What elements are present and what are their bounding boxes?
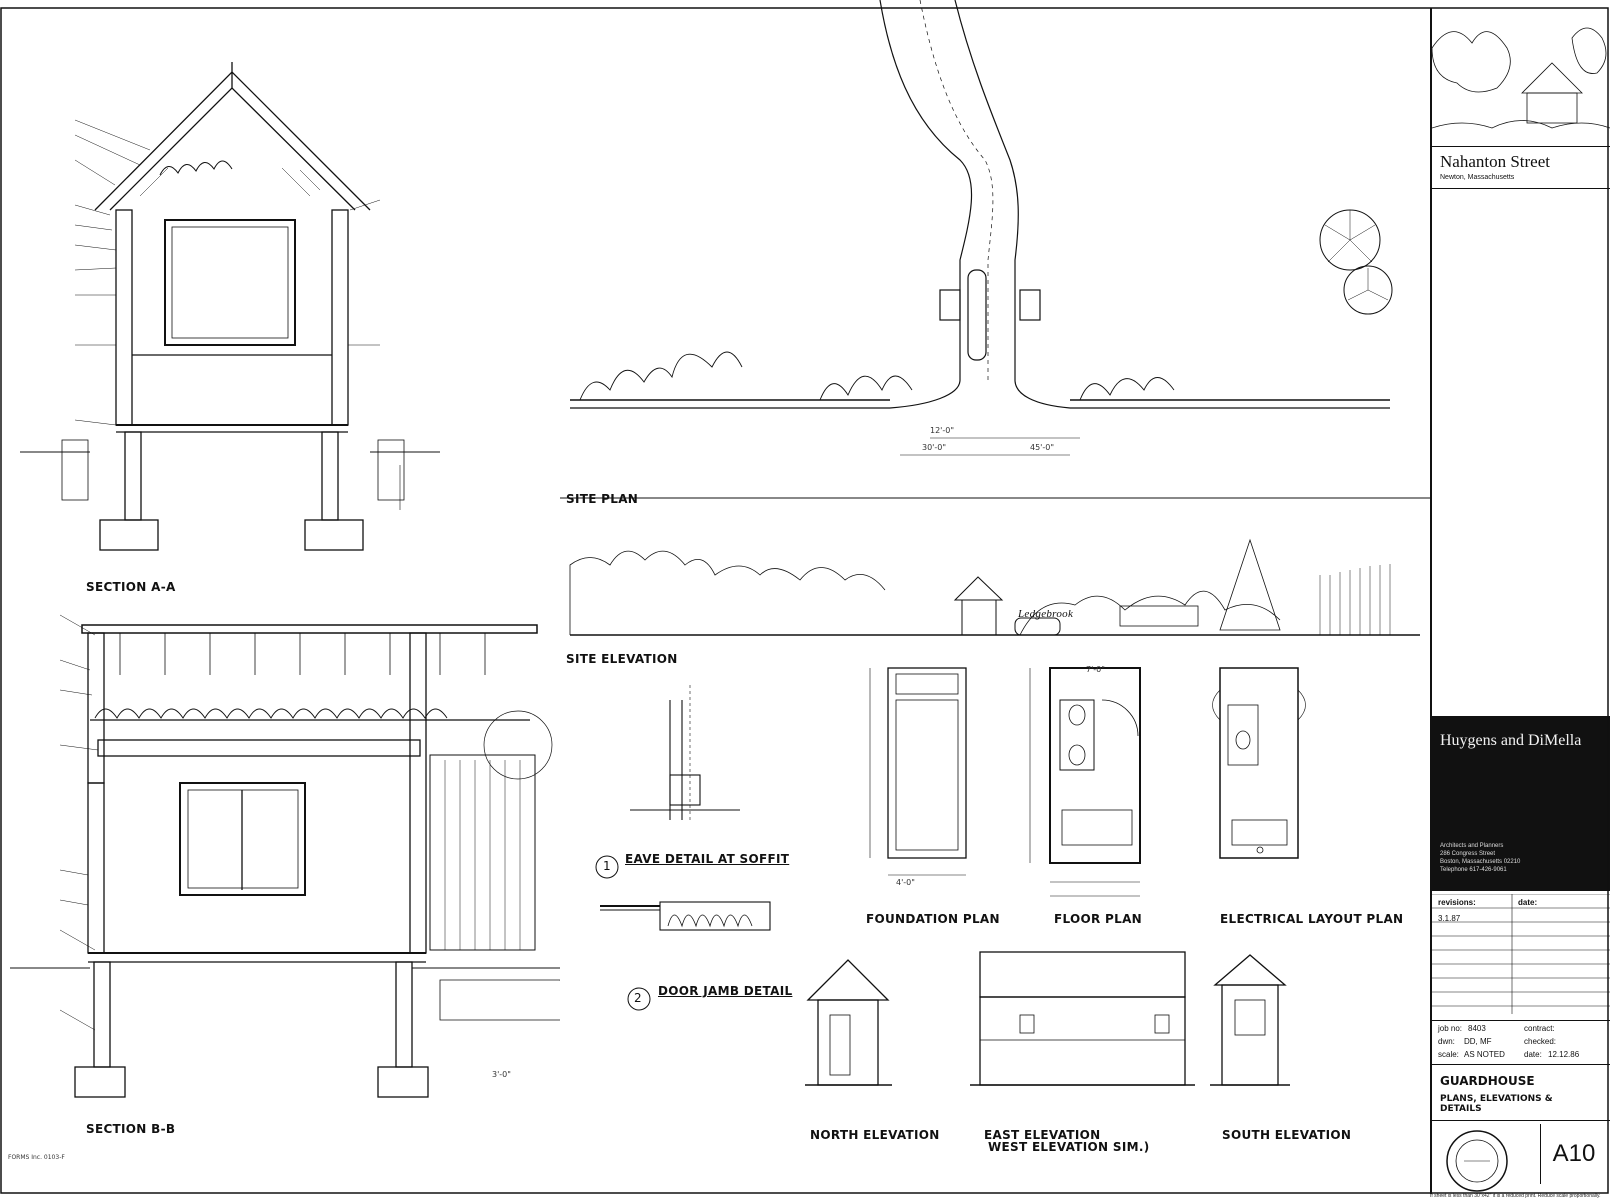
detail-1-number: 1 [603,859,611,873]
north-elevation-title: NORTH ELEVATION [810,1128,940,1142]
dim-3: 3'-0" [492,1070,511,1079]
elevations-drawing [805,951,1290,1086]
contract-label: contract: [1524,1024,1555,1033]
site-elevation-title: SITE ELEVATION [566,652,678,666]
rendering-thumbnail [1432,8,1610,147]
job-no-value: 8403 [1468,1024,1486,1033]
eave-detail-drawing [600,685,771,931]
section-b-b-drawing [10,614,560,1098]
eave-detail-title: EAVE DETAIL AT SOFFIT [625,852,790,866]
architect-seal-icon [1446,1130,1508,1192]
sheet-number: A10 [1540,1124,1607,1184]
firm-address: Architects and Planners 286 Congress Str… [1440,843,1521,873]
detail-2-number: 2 [634,991,642,1005]
electrical-plan-title: ELECTRICAL LAYOUT PLAN [1220,912,1404,926]
section-a-title: SECTION A-A [86,580,176,594]
west-elevation-note: WEST ELEVATION SIM.) [988,1140,1150,1154]
checked-label: checked: [1524,1037,1557,1046]
scale-label: scale: [1438,1050,1459,1059]
firm-panel: Huygens and DiMella Architects and Plann… [1432,716,1610,891]
section-b-title: SECTION B-B [86,1122,176,1136]
footer-note: FORMS Inc. 0103-F [8,1154,65,1161]
plans-drawing [869,667,1306,897]
door-jamb-title: DOOR JAMB DETAIL [658,984,793,998]
site-plan-drawing [560,0,1430,499]
date-value: 12.12.86 [1548,1050,1580,1059]
title-block: Nahanton Street Newton, Massachusetts Hu… [1430,8,1610,1194]
section-a-a-drawing [20,62,440,551]
drawn-label: dwn: [1438,1037,1455,1046]
dim-7: 7'-0" [1086,665,1105,674]
sheet-subtitle: PLANS, ELEVATIONS & DETAILS [1440,1094,1553,1114]
sheet-title: GUARDHOUSE [1440,1074,1535,1088]
revision-1: 3.1.87 [1438,914,1461,923]
south-elevation-title: SOUTH ELEVATION [1222,1128,1352,1142]
job-no-label: job no: [1438,1024,1463,1033]
dim-30: 30'-0" [922,443,947,452]
firm-name: Huygens and DiMella [1440,732,1582,749]
revisions-label: revisions: [1438,898,1476,907]
revision-date-label: date: [1518,898,1538,907]
project-city: Newton, Massachusetts [1440,174,1515,181]
reduced-print-note: If sheet is less than 30"x42" it is a re… [1430,1193,1601,1199]
foundation-plan-title: FOUNDATION PLAN [866,912,1000,926]
site-plan-title: SITE PLAN [566,492,639,506]
drawn-value: DD, MF [1464,1037,1492,1046]
scale-value: AS NOTED [1464,1050,1505,1059]
dim-4: 4'-0" [896,878,915,887]
floor-plan-title: FLOOR PLAN [1054,912,1143,926]
dim-45: 45'-0" [1030,443,1055,452]
project-name: Nahanton Street [1440,152,1550,171]
dim-12: 12'-0" [930,426,955,435]
site-sign-text: Ledgebrook [1018,608,1074,620]
site-elevation-drawing [569,538,1420,636]
date-label: date: [1524,1050,1542,1059]
